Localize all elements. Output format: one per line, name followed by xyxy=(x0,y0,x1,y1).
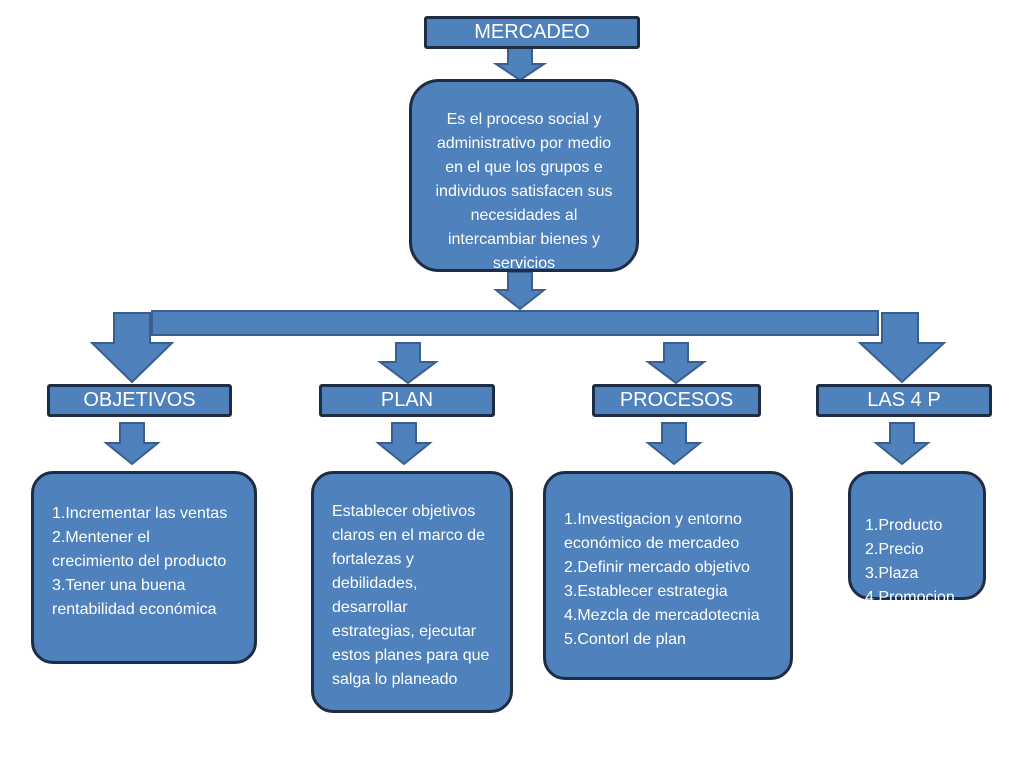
procesos-content-text: 1.Investigacion y entorno económico de m… xyxy=(564,511,760,648)
plan-content-box: Establecer objetivos claros en el marco … xyxy=(311,471,513,713)
branch-title-text: PROCESOS xyxy=(619,389,734,411)
arrow-plan-to-content xyxy=(375,422,433,466)
las-4-p-content-text: 1.Producto 2.Precio 3.Plaza 4.Promocion xyxy=(865,517,955,606)
arrow-to-plan xyxy=(377,342,439,385)
branch-title-plan: PLAN xyxy=(319,384,495,417)
root-title: MERCADEO xyxy=(424,16,640,49)
branch-title-text: OBJETIVOS xyxy=(83,389,196,411)
objetivos-content-box: 1.Incrementar las ventas 2.Mentener el c… xyxy=(31,471,257,664)
horizontal-connector-bar xyxy=(151,310,879,336)
arrow-definition-to-bar xyxy=(493,271,547,311)
branch-title-text: PLAN xyxy=(380,389,434,411)
root-title-text: MERCADEO xyxy=(474,21,590,43)
arrow-procesos-to-content xyxy=(645,422,703,466)
branch-title-text: LAS 4 P xyxy=(867,389,941,411)
definition-box: Es el proceso social y administrativo po… xyxy=(409,79,639,272)
arrow-to-las-4-p xyxy=(857,312,947,384)
definition-text: Es el proceso social y administrativo po… xyxy=(435,111,613,272)
branch-title-procesos: PROCESOS xyxy=(592,384,761,417)
arrow-to-objetivos xyxy=(89,312,175,384)
arrow-root-to-definition xyxy=(492,47,548,82)
branch-title-objetivos: OBJETIVOS xyxy=(47,384,232,417)
objetivos-content-text: 1.Incrementar las ventas 2.Mentener el c… xyxy=(52,505,228,618)
arrow-las-4-p-to-content xyxy=(873,422,931,466)
las-4-p-content-box: 1.Producto 2.Precio 3.Plaza 4.Promocion xyxy=(848,471,986,606)
procesos-content-box: 1.Investigacion y entorno económico de m… xyxy=(543,471,793,680)
branch-title-las-4-p: LAS 4 P xyxy=(816,384,992,417)
arrow-to-procesos xyxy=(645,342,707,385)
arrow-objetivos-to-content xyxy=(103,422,161,466)
plan-content-text: Establecer objetivos claros en el marco … xyxy=(332,503,490,688)
